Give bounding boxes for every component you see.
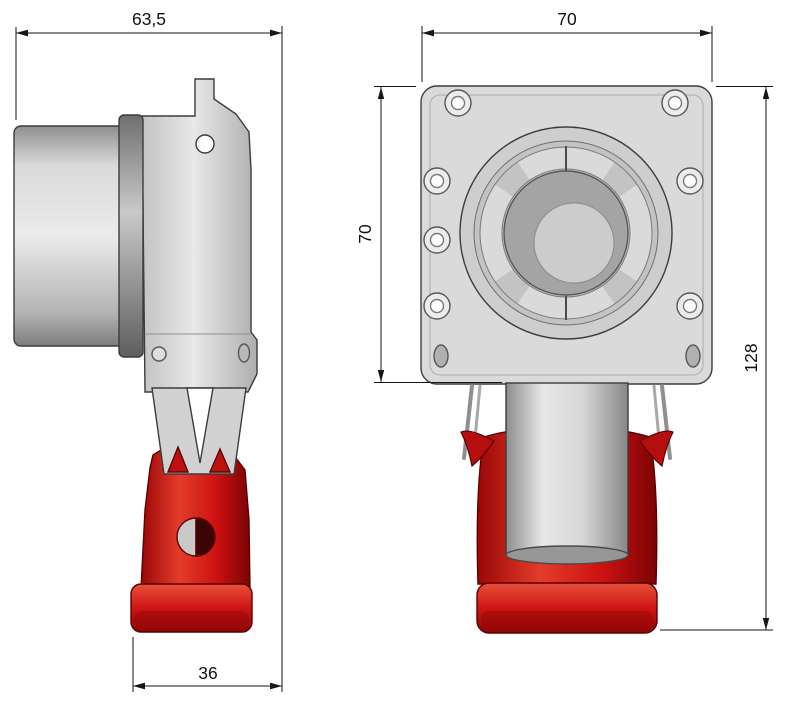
hole-inner bbox=[429, 232, 445, 248]
mounting-hole bbox=[444, 89, 472, 117]
mounting-hole bbox=[661, 89, 689, 117]
side-barrel bbox=[13, 125, 125, 347]
dim-side-base-width: 36 bbox=[132, 637, 282, 692]
dim-arrow bbox=[16, 29, 28, 37]
hole-inner bbox=[450, 95, 466, 111]
dim-arrow bbox=[762, 618, 770, 630]
hole-inner bbox=[429, 173, 445, 189]
front-tube bbox=[505, 382, 629, 556]
side-tab-hole bbox=[195, 134, 215, 154]
socket-bore bbox=[533, 202, 615, 284]
dim-front-flange-height: 70 bbox=[355, 86, 502, 383]
red-wing-horn bbox=[460, 430, 495, 468]
front-socket-face bbox=[459, 126, 673, 340]
side-red-hole bbox=[176, 517, 216, 557]
side-red-base-shadow bbox=[134, 611, 249, 629]
dim-label-front-flange-height: 70 bbox=[355, 224, 375, 244]
side-bolt-hole bbox=[151, 346, 167, 362]
dim-arrow bbox=[700, 29, 712, 37]
side-red-hole-dark bbox=[195, 517, 216, 557]
dim-label-side-overall-width: 63,5 bbox=[132, 9, 166, 29]
dim-arrow bbox=[133, 682, 145, 690]
side-red-latch-tip bbox=[166, 445, 190, 473]
side-collar bbox=[118, 114, 144, 358]
front-tube-bottom bbox=[505, 545, 629, 565]
latch-wire bbox=[462, 384, 474, 460]
side-view bbox=[13, 78, 258, 633]
front-view bbox=[420, 85, 713, 634]
side-red-latch-tip bbox=[208, 447, 232, 473]
hole-inner bbox=[682, 173, 698, 189]
dim-front-flange-width: 70 bbox=[421, 9, 713, 82]
dimensions: 63,5 70 70 128 bbox=[15, 9, 773, 692]
front-ear-slot bbox=[433, 344, 449, 368]
side-red-hole-light bbox=[176, 517, 197, 557]
front-ear-slot bbox=[685, 344, 701, 368]
dim-arrow bbox=[377, 370, 385, 382]
dim-side-overall-width: 63,5 bbox=[15, 9, 283, 692]
dim-arrow bbox=[422, 29, 434, 37]
dim-label-front-overall-height: 128 bbox=[741, 343, 761, 372]
front-red-base-shadow bbox=[481, 611, 653, 629]
mounting-hole bbox=[423, 226, 451, 254]
dim-label-front-flange-width: 70 bbox=[557, 9, 577, 29]
hole-inner bbox=[667, 95, 683, 111]
dim-arrow bbox=[270, 682, 282, 690]
side-slot-hole bbox=[237, 343, 251, 363]
dim-arrow bbox=[377, 87, 385, 99]
mounting-hole bbox=[676, 167, 704, 195]
mounting-hole bbox=[423, 292, 451, 320]
side-bracket-body bbox=[141, 78, 258, 393]
dim-arrow bbox=[270, 29, 282, 37]
mounting-hole bbox=[423, 167, 451, 195]
dim-front-overall-height: 128 bbox=[660, 86, 773, 631]
side-neck-notch bbox=[186, 387, 214, 464]
hole-inner bbox=[682, 298, 698, 314]
mounting-hole bbox=[676, 292, 704, 320]
dim-label-side-base-width: 36 bbox=[198, 663, 217, 683]
latch-wire bbox=[660, 384, 672, 460]
dim-arrow bbox=[762, 87, 770, 99]
red-wing-horn bbox=[639, 430, 674, 468]
hole-inner bbox=[429, 298, 445, 314]
